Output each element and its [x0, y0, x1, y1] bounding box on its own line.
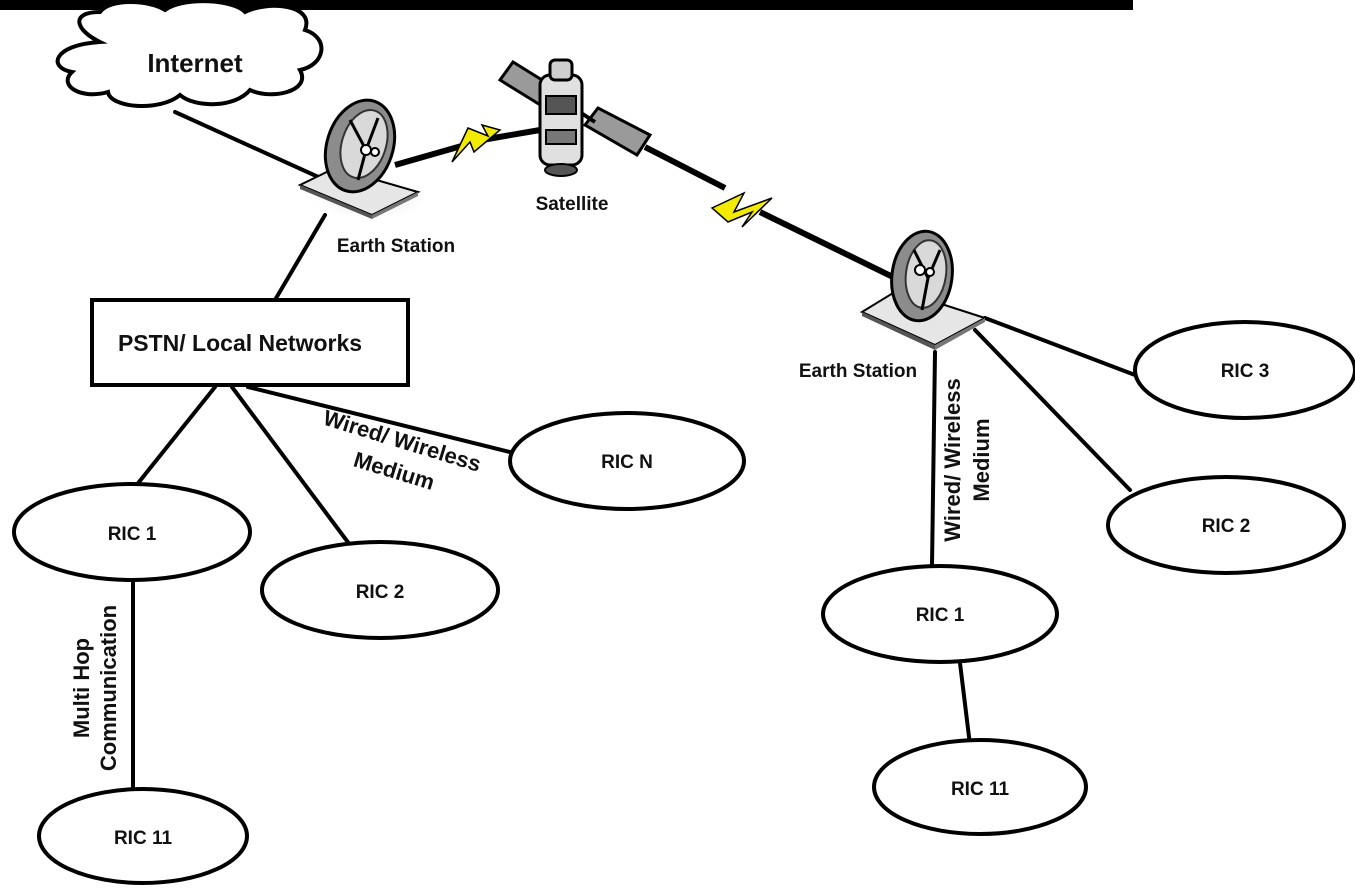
link-internet-station — [173, 110, 327, 182]
satellite-icon — [497, 58, 653, 177]
left-earth-station: Earth Station — [297, 98, 455, 257]
right-ric-2-node: RIC 2 — [1106, 475, 1346, 575]
lightning-icon — [451, 123, 502, 163]
link-pstn-ricn — [246, 385, 512, 454]
satellite-link-right — [643, 144, 897, 281]
dish-antenna-icon — [890, 229, 954, 323]
pstn-label: PSTN/ Local Networks — [118, 330, 362, 356]
ric-11-label: RIC 11 — [114, 828, 173, 849]
multi-hop-line2: Communication — [96, 605, 121, 771]
ric-11-label: RIC 11 — [951, 779, 1010, 800]
ric-n-label: RIC N — [601, 452, 653, 473]
right-ric-3-node: RIC 3 — [1133, 320, 1355, 420]
cloud-icon — [55, 0, 324, 108]
link-station-ric2-right — [973, 328, 1132, 492]
link-station-ric1-right — [930, 350, 937, 568]
right-station-label: Earth Station — [799, 361, 917, 382]
link-pstn-ric2 — [230, 385, 352, 547]
top-bar — [0, 0, 1133, 10]
link-station-pstn — [273, 213, 327, 302]
internet-label: Internet — [147, 48, 243, 78]
left-ric-11-node: RIC 11 — [37, 787, 249, 885]
left-ric-2-node: RIC 2 — [260, 540, 500, 640]
dish-antenna-icon — [323, 98, 397, 194]
link-pstn-ric1 — [133, 385, 217, 489]
ric-2-label: RIC 2 — [356, 582, 405, 603]
satellite-panel-right — [582, 106, 653, 158]
left-ric-1-node: RIC 1 — [12, 482, 252, 582]
ric-1-label: RIC 1 — [916, 605, 965, 626]
right-medium-label: Wired/ Wireless Medium — [940, 378, 994, 541]
right-medium-line1: Wired/ Wireless — [940, 378, 965, 541]
internet-cloud: Internet — [55, 0, 324, 108]
left-medium-label: Wired/ Wireless Medium — [320, 405, 484, 495]
satellite-link-left — [394, 123, 541, 168]
multi-hop-label: Multi Hop Communication — [69, 605, 121, 771]
right-medium-line2: Medium — [969, 418, 994, 501]
right-ric-11-node: RIC 11 — [872, 738, 1088, 836]
link-station-ric3 — [983, 316, 1137, 377]
lightning-icon — [710, 191, 773, 228]
satellite: Satellite — [497, 58, 653, 215]
left-station-label: Earth Station — [337, 236, 455, 257]
multi-hop-line1: Multi Hop — [69, 638, 94, 738]
pstn-node: PSTN/ Local Networks — [90, 298, 410, 387]
ric-1-label: RIC 1 — [108, 524, 157, 545]
link-ric1-ric11-right — [958, 661, 972, 747]
ric-2-label: RIC 2 — [1202, 516, 1251, 537]
right-ric-1-node: RIC 1 — [821, 564, 1059, 664]
left-ric-n-node: RIC N — [508, 411, 746, 511]
ric-3-label: RIC 3 — [1221, 361, 1270, 382]
pstn-box — [90, 298, 410, 387]
right-earth-station: Earth Station — [799, 229, 988, 382]
satellite-label: Satellite — [536, 194, 609, 215]
connection-lines — [131, 110, 1137, 800]
